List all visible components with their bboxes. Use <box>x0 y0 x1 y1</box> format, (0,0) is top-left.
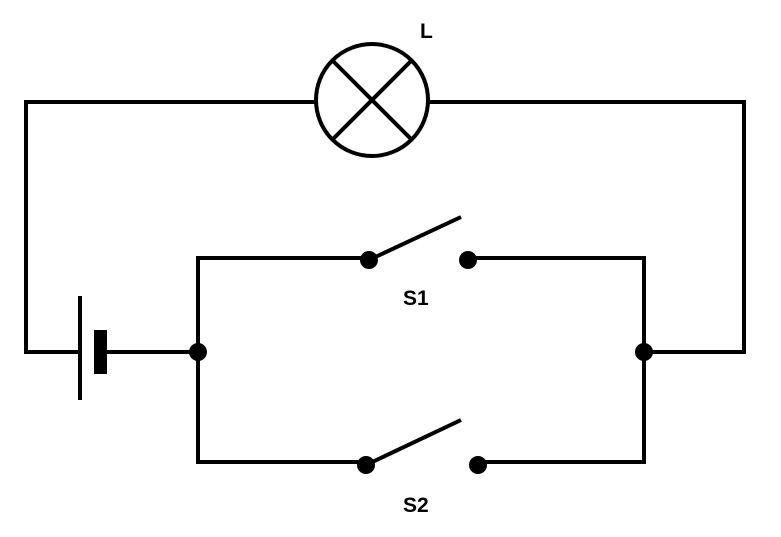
top-wire-left <box>24 100 318 354</box>
lamp-label: L <box>420 20 433 43</box>
open-switch-icon <box>357 418 487 474</box>
switch-1-label: S1 <box>403 287 429 310</box>
switch-2-label: S2 <box>403 494 429 517</box>
left-junction-dot <box>189 343 207 361</box>
open-switch-icon <box>360 215 477 269</box>
lamp-icon <box>314 42 430 158</box>
battery-icon <box>78 296 107 400</box>
top-wire-right <box>426 100 746 354</box>
right-junction-dot <box>635 343 653 361</box>
